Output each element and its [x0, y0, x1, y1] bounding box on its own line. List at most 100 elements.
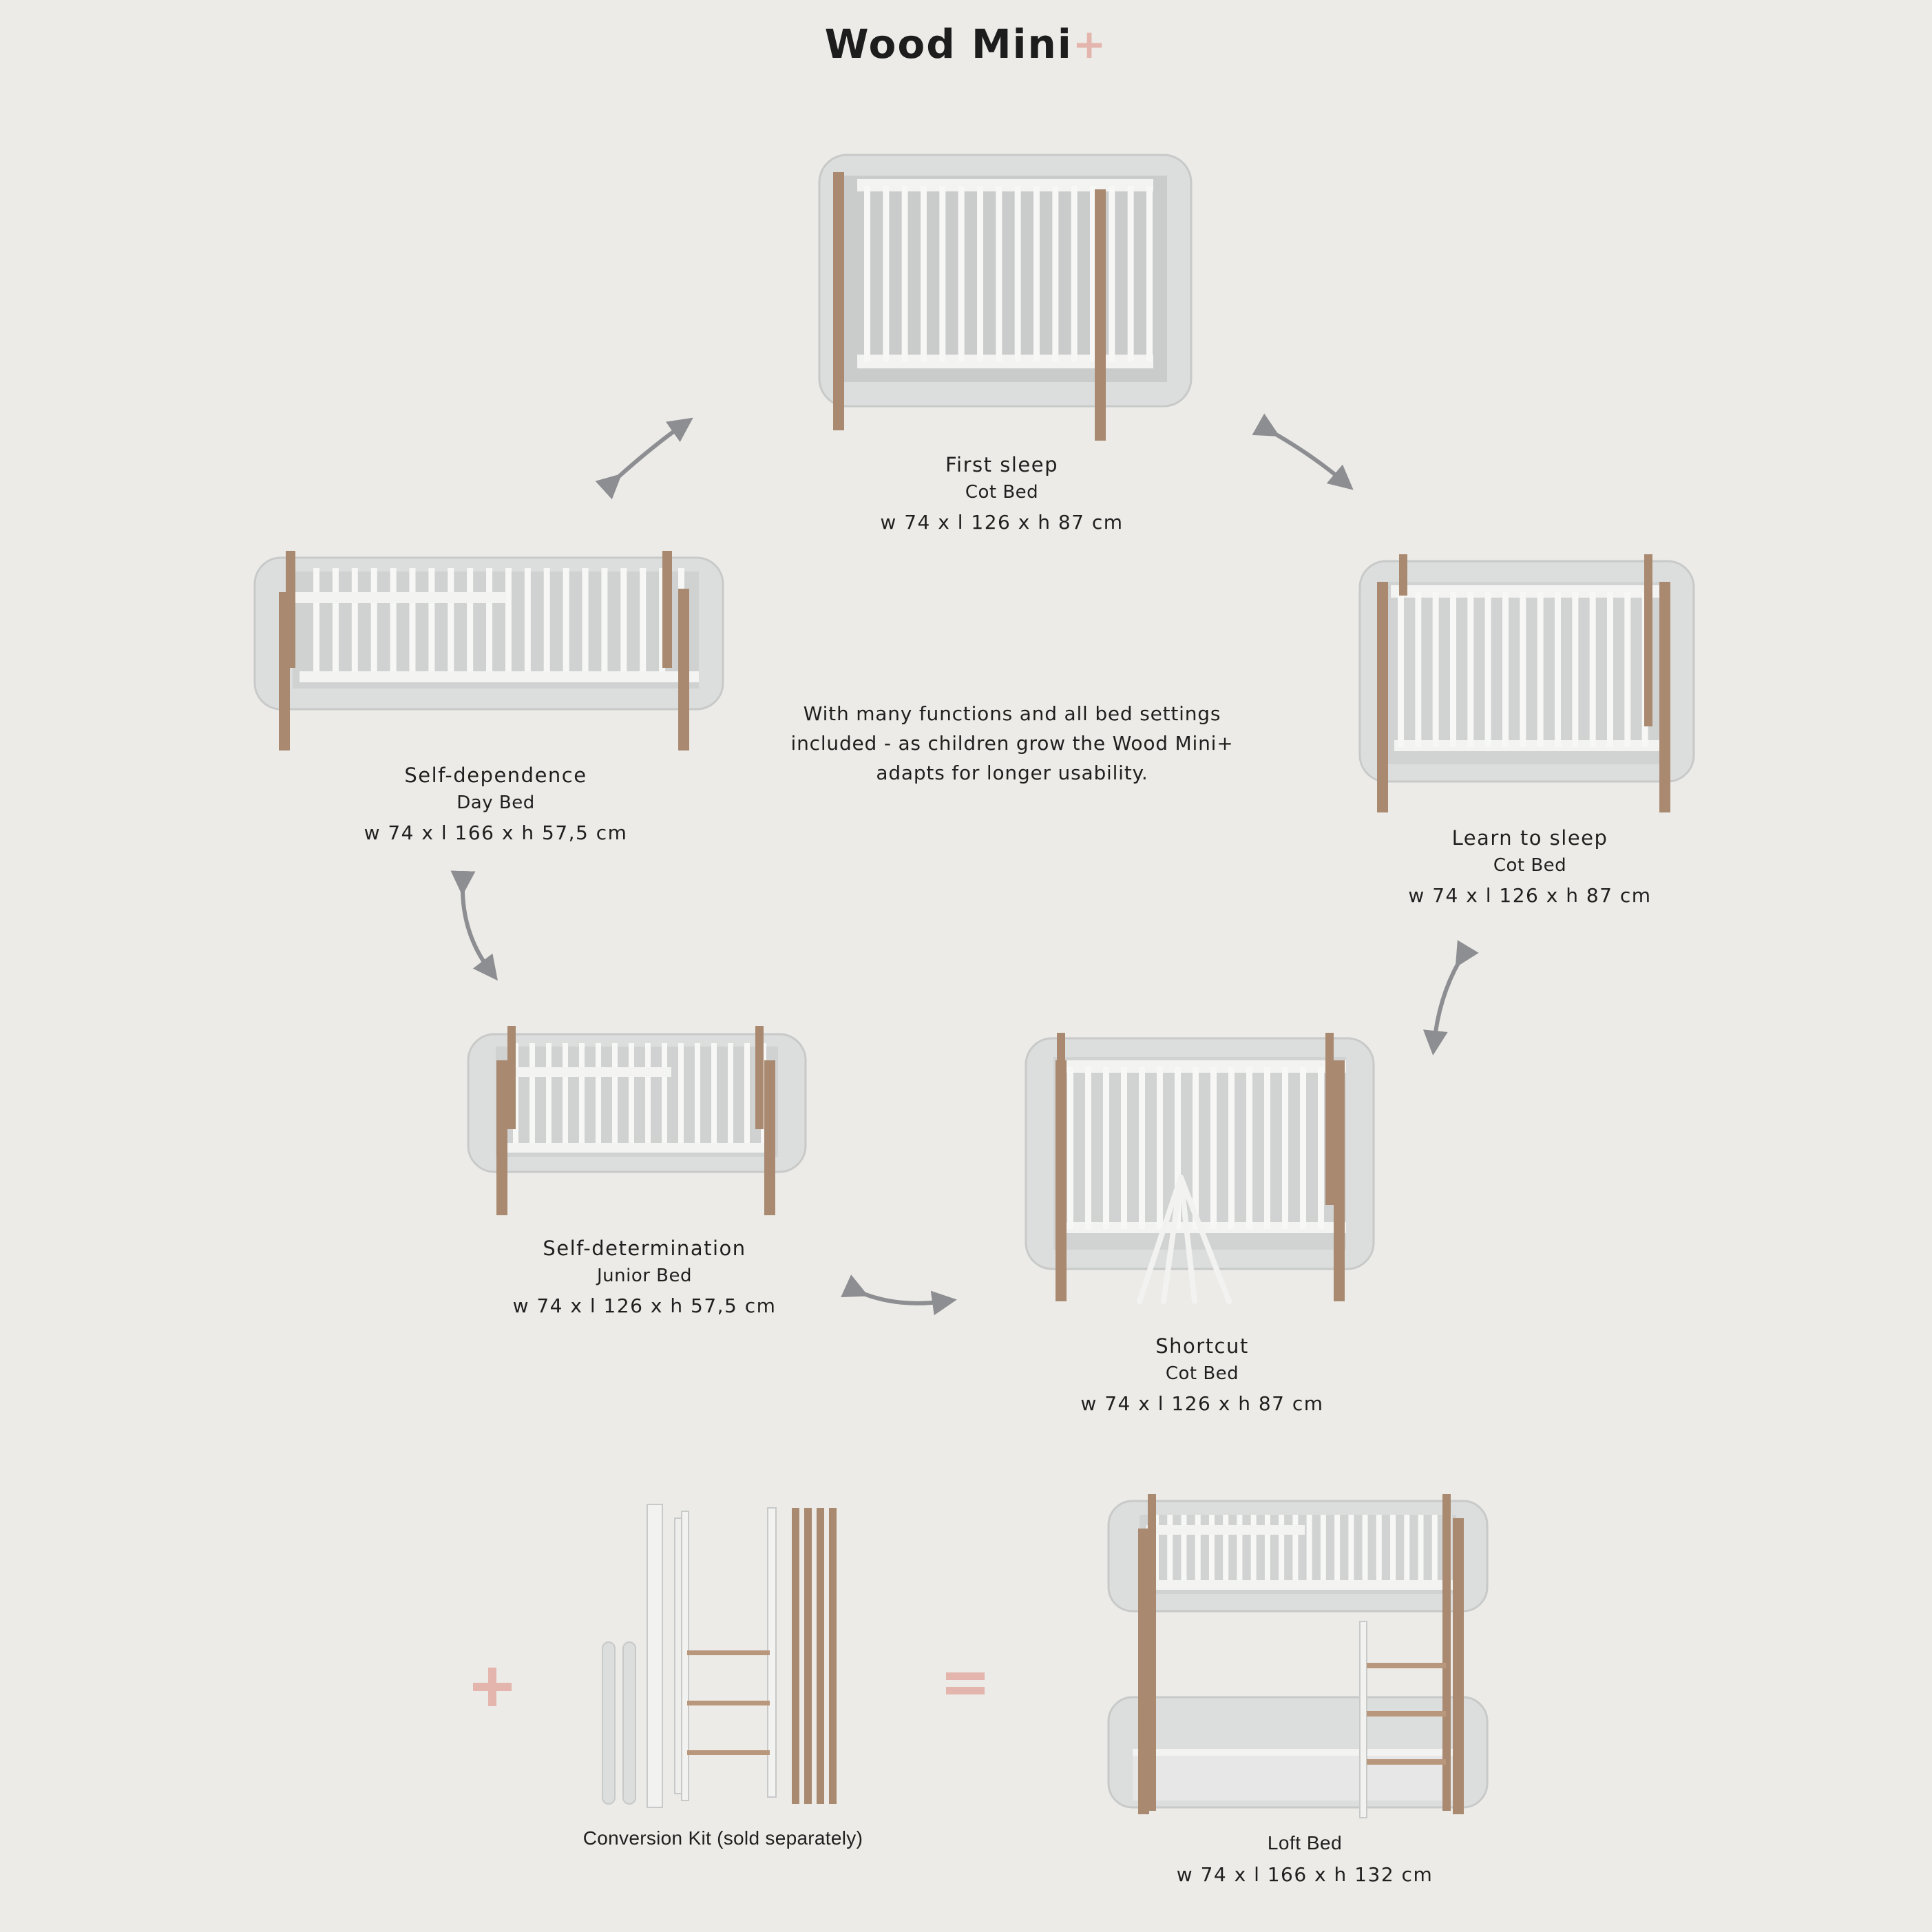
- crib-slat: [1404, 1515, 1410, 1587]
- crib-slat: [1450, 592, 1456, 747]
- title-plus: +: [1072, 21, 1108, 67]
- crib-slat: [1292, 1515, 1299, 1587]
- crib-slat: [467, 568, 474, 678]
- crib-slat: [659, 568, 666, 678]
- plus-icon: [473, 1668, 512, 1706]
- crib-slat: [579, 1043, 585, 1150]
- crib-slat: [1052, 186, 1059, 361]
- crib-slat: [1223, 1515, 1229, 1587]
- crib-slat: [620, 568, 627, 678]
- stage-caption-shortcut: Shortcut Cot Bed w 74 x l 126 x h 87 cm: [996, 1332, 1409, 1418]
- crib-slat: [958, 186, 965, 361]
- crib-slat: [448, 568, 454, 678]
- stage-caption-self-determination: Self-determination Junior Bed w 74 x l 1…: [438, 1235, 851, 1320]
- conversion-kit-image: [602, 1504, 837, 1808]
- crib-slat: [939, 186, 946, 361]
- stage-type: Cot Bed: [1493, 855, 1567, 876]
- crib-slat: [313, 568, 319, 678]
- crib-slat: [1318, 1067, 1324, 1229]
- crib-slat: [1572, 592, 1579, 747]
- crib-slat: [1348, 1515, 1354, 1587]
- crib-slat: [1250, 1515, 1257, 1587]
- crib-slat: [1264, 1515, 1270, 1587]
- crib-slat: [996, 186, 1002, 361]
- stage-caption-learn-to-sleep: Learn to sleep Cot Bed w 74 x l 126 x h …: [1323, 824, 1736, 910]
- stage-caption-self-dependence: Self-dependence Day Bed w 74 x l 166 x h…: [289, 762, 702, 847]
- crib-slat: [546, 1043, 552, 1150]
- title-text: Wood Mini: [824, 21, 1073, 67]
- crib-slat: [524, 568, 531, 678]
- crib-slat: [901, 186, 908, 361]
- crib-slat: [1520, 592, 1526, 747]
- crib-slat: [601, 568, 608, 678]
- equals-icon: [946, 1672, 985, 1694]
- stage-dims: w 74 x l 126 x h 87 cm: [880, 511, 1124, 534]
- crib-slat: [1431, 1515, 1438, 1587]
- crib-slat: [543, 568, 550, 678]
- stage-dims: w 74 x l 166 x h 57,5 cm: [364, 821, 628, 844]
- crib-slat: [662, 1043, 667, 1150]
- crib-slat: [1432, 592, 1439, 747]
- crib-slat: [1103, 1067, 1109, 1229]
- crib-slat: [678, 1043, 684, 1150]
- crib-slat: [1208, 1515, 1215, 1587]
- crib-slat: [1306, 1515, 1312, 1587]
- crib-slat: [921, 186, 927, 361]
- crib-slat: [864, 186, 870, 361]
- loft-bed-image: [1107, 1494, 1489, 1818]
- crib-slat: [1362, 1515, 1368, 1587]
- crib-slat: [563, 568, 569, 678]
- crib-slat: [1607, 592, 1613, 747]
- stage-type: Junior Bed: [596, 1266, 693, 1286]
- crib-slat: [1127, 186, 1134, 361]
- junior-bed-image: [467, 1026, 807, 1215]
- crib-slat: [1014, 186, 1021, 361]
- crib-slat: [1071, 186, 1078, 361]
- stage-dims: w 74 x l 126 x h 87 cm: [1408, 884, 1652, 907]
- crib-slat: [1210, 1067, 1217, 1229]
- crib-slat: [351, 568, 358, 678]
- stage-caption-first-sleep: First sleep Cot Bed w 74 x l 126 x h 87 …: [795, 451, 1208, 536]
- stage-dims: w 74 x l 126 x h 87 cm: [1080, 1392, 1324, 1415]
- crib-slat: [1121, 1067, 1127, 1229]
- crib-slat: [744, 1043, 750, 1150]
- crib-slat: [695, 1043, 700, 1150]
- crib-slat: [1398, 592, 1404, 747]
- crib-slat: [1484, 592, 1491, 747]
- loft-bed-caption: Loft Bed w 74 x l 166 x h 132 cm: [1098, 1829, 1511, 1889]
- crib-slat: [486, 568, 493, 678]
- crib-slat: [645, 1043, 651, 1150]
- stage-type: Cot Bed: [1165, 1363, 1239, 1384]
- conversion-kit-label: Conversion Kit (sold separately): [582, 1827, 863, 1849]
- crib-slat: [1334, 1515, 1341, 1587]
- stage-type: Day Bed: [456, 792, 535, 813]
- crib-slat: [1175, 1067, 1181, 1229]
- crib-slat: [1167, 1515, 1173, 1587]
- crib-slat: [1228, 1067, 1235, 1229]
- cot-bed-first-sleep-image: [818, 154, 1193, 441]
- crib-slat: [1282, 1067, 1288, 1229]
- crib-slat: [728, 1043, 733, 1150]
- crib-slat: [711, 1043, 717, 1150]
- crib-slat: [1376, 1515, 1382, 1587]
- loft-bed-dims: w 74 x l 166 x h 132 cm: [1176, 1863, 1434, 1886]
- cot-bed-shortcut-image: [1025, 1033, 1375, 1304]
- crib-slat: [1502, 592, 1509, 747]
- crib-slat: [1467, 592, 1474, 747]
- stage-name: First sleep: [945, 453, 1058, 476]
- crib-slat: [1139, 1067, 1145, 1229]
- crib-slat: [1589, 592, 1596, 747]
- crib-slat: [1279, 1515, 1285, 1587]
- day-bed-image: [253, 551, 724, 750]
- crib-slat: [1320, 1515, 1326, 1587]
- crib-slat: [1067, 1067, 1073, 1229]
- stage-name: Learn to sleep: [1451, 826, 1608, 850]
- crib-slat: [1300, 1067, 1306, 1229]
- crib-slat: [1195, 1515, 1201, 1587]
- crib-slat: [1193, 1067, 1199, 1229]
- intro-text: With many functions and all bed settings…: [790, 702, 1234, 784]
- crib-slat: [505, 568, 512, 678]
- crib-slat: [1537, 592, 1544, 747]
- crib-slat: [409, 568, 416, 678]
- crib-slat: [1090, 186, 1096, 361]
